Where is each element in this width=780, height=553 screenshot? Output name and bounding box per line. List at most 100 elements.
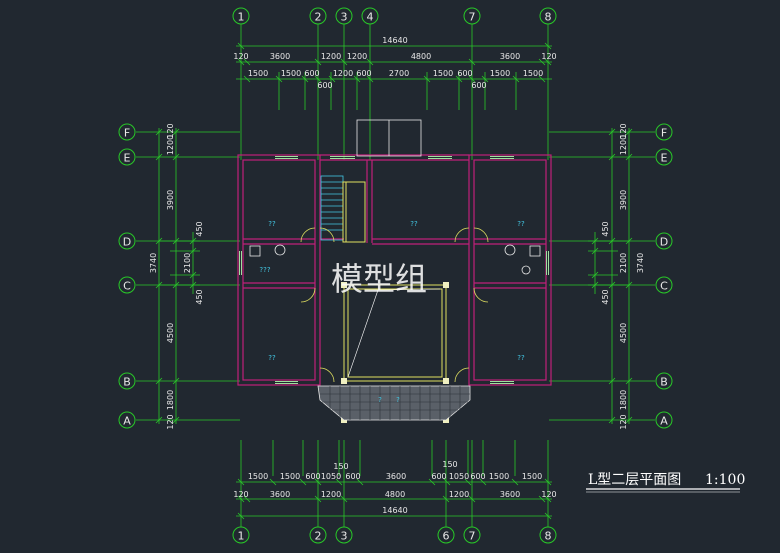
atrium-frame [343, 284, 447, 382]
dim-right-outer-2: 3900 [619, 190, 628, 210]
stair-rail [342, 181, 366, 243]
axis-right-B: B [660, 376, 668, 389]
dim-left-outer-0: 1200 [166, 135, 175, 155]
dim-right-inner-1: 2100 [619, 253, 628, 273]
dim-left-outer-6: 120 [166, 414, 175, 429]
axis-bottom-2: 2 [315, 530, 322, 543]
room-label-balcony-a: ? [378, 396, 382, 404]
dim-bot-r1-5: 3600 [386, 472, 406, 481]
staircase [320, 175, 344, 241]
dim-bot-r1-4: 600 [345, 472, 360, 481]
dim-right-outer-1: 1200 [619, 135, 628, 155]
balcony [317, 385, 471, 421]
axis-top-1: 1 [238, 11, 245, 24]
axis-bubbles [118, 7, 673, 544]
side-dimension-lines [155, 128, 633, 424]
dim-bot-r1-1: 1500 [280, 472, 300, 481]
dim-top-r1-5: 3600 [500, 52, 520, 61]
dim-top-r1-3: 1200 [347, 52, 367, 61]
dim-top-r2-3: 1200 [333, 69, 353, 78]
room-label-tc: ?? [410, 220, 418, 228]
dim-right-outer-6: 120 [619, 414, 628, 429]
leader-lines [347, 288, 441, 378]
axis-right-A: A [660, 415, 668, 428]
dim-right-outer-5: 1800 [619, 390, 628, 410]
axis-right-D: D [660, 236, 668, 249]
dim-right-outer-3: 3740 [636, 253, 645, 273]
dim-top-r1-0: 120 [233, 52, 248, 61]
bottom-dimension-lines [236, 440, 552, 520]
dim-top-r1-2: 1200 [321, 52, 341, 61]
dim-top-r2-4: 600 [356, 69, 371, 78]
axis-top-8: 8 [545, 11, 552, 24]
dim-top-total: 14640 [382, 36, 407, 45]
dim-top-r2-0: 1500 [248, 69, 268, 78]
axis-top-3: 3 [341, 11, 348, 24]
axis-left-E: E [124, 152, 131, 165]
room-label-bath: ??? [259, 266, 270, 274]
dim-left-outer-4: 4500 [166, 323, 175, 343]
room-label-balcony-b: ? [396, 396, 400, 404]
axis-left-B: B [123, 376, 131, 389]
dim-bot-r2-3: 4800 [385, 490, 405, 499]
drawing-scale: 1:100 [705, 472, 745, 488]
axis-bottom-1: 1 [238, 530, 245, 543]
dim-right-outer-4: 4500 [619, 323, 628, 343]
axis-left-C: C [123, 280, 131, 293]
top-dimension-lines [236, 42, 552, 110]
axis-bottom-8: 8 [545, 530, 552, 543]
dim-bot-r1-6: 600 [431, 472, 446, 481]
dim-bot-top-a: 150 [333, 462, 348, 471]
dim-top-r2-5: 2700 [389, 69, 409, 78]
axis-right-E: E [661, 152, 668, 165]
dim-bot-total: 14640 [382, 506, 407, 515]
axis-left-A: A [123, 415, 131, 428]
windows [239, 156, 549, 384]
dim-top-r2-8: 1500 [490, 69, 510, 78]
dim-bot-r2-0: 120 [233, 490, 248, 499]
dim-top-r2-6: 1500 [433, 69, 453, 78]
dim-bot-r1-7: 1050 [449, 472, 469, 481]
dim-left-outer-5: 1800 [166, 390, 175, 410]
grid-lines [136, 24, 655, 527]
dim-bot-r2-2: 1200 [321, 490, 341, 499]
dim-top-r1-6: 120 [541, 52, 556, 61]
dim-bot-r1-3: 1050 [321, 472, 341, 481]
dim-top-r2-7: 600 [457, 69, 472, 78]
drawing-title: L型二层平面图 [588, 472, 681, 488]
axis-bottom-7: 7 [469, 530, 476, 543]
axis-left-F: F [124, 127, 130, 140]
dim-bot-r1-0: 1500 [248, 472, 268, 481]
dim-top-r2-2: 600 [304, 69, 319, 78]
dim-bot-r1-10: 1500 [522, 472, 542, 481]
axis-bottom-6: 6 [443, 530, 450, 543]
dim-top-r3-a: 600 [317, 81, 332, 90]
room-label-tr: ?? [517, 220, 525, 228]
dim-bot-r2-6: 120 [541, 490, 556, 499]
dim-left-outer-3: 3740 [149, 253, 158, 273]
axis-left-D: D [123, 236, 131, 249]
axis-bottom-3: 3 [341, 530, 348, 543]
dim-top-r2-1: 1500 [281, 69, 301, 78]
bath-fixtures [249, 244, 541, 275]
dim-top-r1-4: 4800 [411, 52, 431, 61]
dim-top-r2-9: 1500 [523, 69, 543, 78]
dim-bot-r2-4: 1200 [449, 490, 469, 499]
watermark: 模型组 [331, 260, 427, 298]
dim-left-inner-2: 450 [195, 289, 204, 304]
dim-top-r1-1: 3600 [270, 52, 290, 61]
dim-right-outer-0: 120 [619, 123, 628, 138]
top-bay [356, 119, 422, 157]
dim-bot-r2-5: 3600 [500, 490, 520, 499]
axis-right-F: F [661, 127, 667, 140]
dim-bot-r1-2: 600 [305, 472, 320, 481]
room-label-tl: ?? [268, 220, 276, 228]
dim-right-inner-2: 450 [601, 289, 610, 304]
dim-right-inner-0: 450 [601, 221, 610, 236]
axis-top-4: 4 [367, 11, 374, 24]
dim-left-outer-2: 3900 [166, 190, 175, 210]
dim-bot-r1-9: 1500 [489, 472, 509, 481]
doors [300, 227, 489, 383]
